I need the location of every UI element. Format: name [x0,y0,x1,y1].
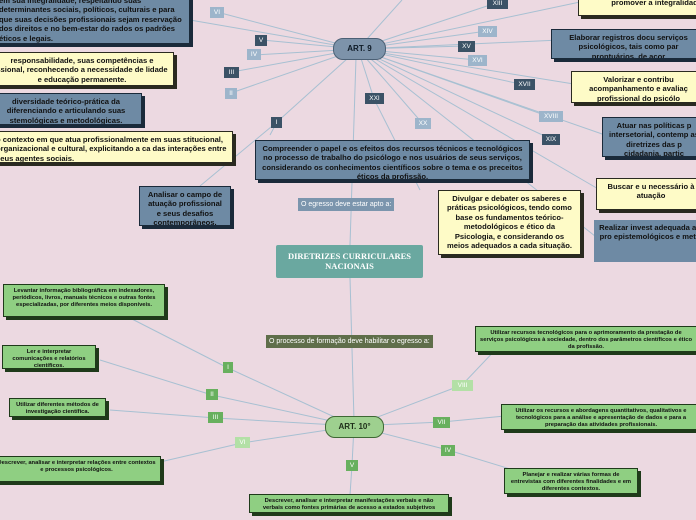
art10-numeral-iii: III [208,412,223,423]
art10-item-vii-node: Utilizar os recursos e abordagens quanti… [501,404,696,430]
art9-numeral-xix: XIX [542,134,560,145]
art9-item-xix-node: Buscar e u necessário à atuação [596,178,696,210]
art9-numeral-i: I [271,117,282,128]
art9-item-xviii-node: Atuar nas políticas p intersetorial, con… [602,117,696,157]
art10-numeral-viii: VIII [452,380,473,391]
art9-item-xxi-node: Analisar o campo de atuação profissional… [139,186,231,226]
art9-numeral-xxi: XXI [365,93,384,104]
art9-item-xx-node: Divulgar e debater os saberes e práticas… [438,190,581,255]
art10-item-i-node: Levantar informação bibliográfica em ind… [3,284,165,317]
art10-node[interactable]: ART. 10° [325,416,384,438]
art10-item-ii-node: Ler e interpretar comunicações e relatór… [2,345,96,369]
art9-numeral-xx: XX [415,118,431,129]
art9-numeral-iii: III [224,67,239,78]
art9-numeral-vi: VI [210,7,224,18]
art10-item-iv-node: Planejar e realizar várias formas de ent… [504,468,638,494]
art9-numeral-xviii: XVIII [539,111,563,122]
art9-node[interactable]: ART. 9 [333,38,386,60]
art9-item-xvi-node: Valorizar e contribu acompanhamento e av… [571,71,696,103]
art9-item-iv-node: responsabilidade, suas competências e ss… [0,52,174,86]
art9-numeral-xv: XV [458,41,475,52]
art9-numeral-ii: II [225,88,237,99]
art10-item-v-node: Descrever, analisar e interpretar manife… [249,494,449,513]
art9-item-vi-node: em sua integralidade, respeitando suas d… [0,0,190,44]
art9-numeral-xiv: XIV [478,26,497,37]
art10-item-vi-node: Descrever, analisar e interpretar relaçõ… [0,456,161,482]
art9-research-node: Realizar invest adequada ao pro epistemo… [594,220,696,262]
art10-numeral-v: V [346,460,358,471]
art10-numeral-vii: VII [433,417,450,428]
art10-item-viii-node: Utilizar recursos tecnológicos para o ap… [475,326,696,352]
art9-item-xii-node: promover a integralidade [578,0,696,16]
art10-numeral-i: I [223,362,233,373]
root-topic[interactable]: DIRETRIZES CURRICULARES NACIONAIS [276,245,423,278]
art9-numeral-xvi: XVI [468,55,487,66]
art9-item-i-node: Compreender o papel e os efeitos dos rec… [255,140,530,180]
art9-numeral-iv: IV [247,49,261,60]
art10-numeral-vi: VI [235,437,250,448]
art10-item-iii-node: Utilizar diferentes métodos de investiga… [9,398,106,417]
art9-item-ii-node: o contexto em que atua profissionalmente… [0,131,233,163]
art9-numeral-v: V [255,35,267,46]
art9-item-xiv-node: Elaborar registros docu serviços psicoló… [551,29,696,59]
egresso-apto-label: O egresso deve estar apto a: [298,198,395,211]
art9-item-iii-node: diversidade teórico-prática da diferenci… [0,93,142,125]
art9-numeral-xiii: XIII [487,0,508,9]
art10-numeral-ii: II [206,389,218,400]
processo-formacao-label: O processo de formação deve habilitar o … [266,335,433,348]
art10-numeral-iv: IV [441,445,455,456]
art9-numeral-xvii: XVII [514,79,535,90]
